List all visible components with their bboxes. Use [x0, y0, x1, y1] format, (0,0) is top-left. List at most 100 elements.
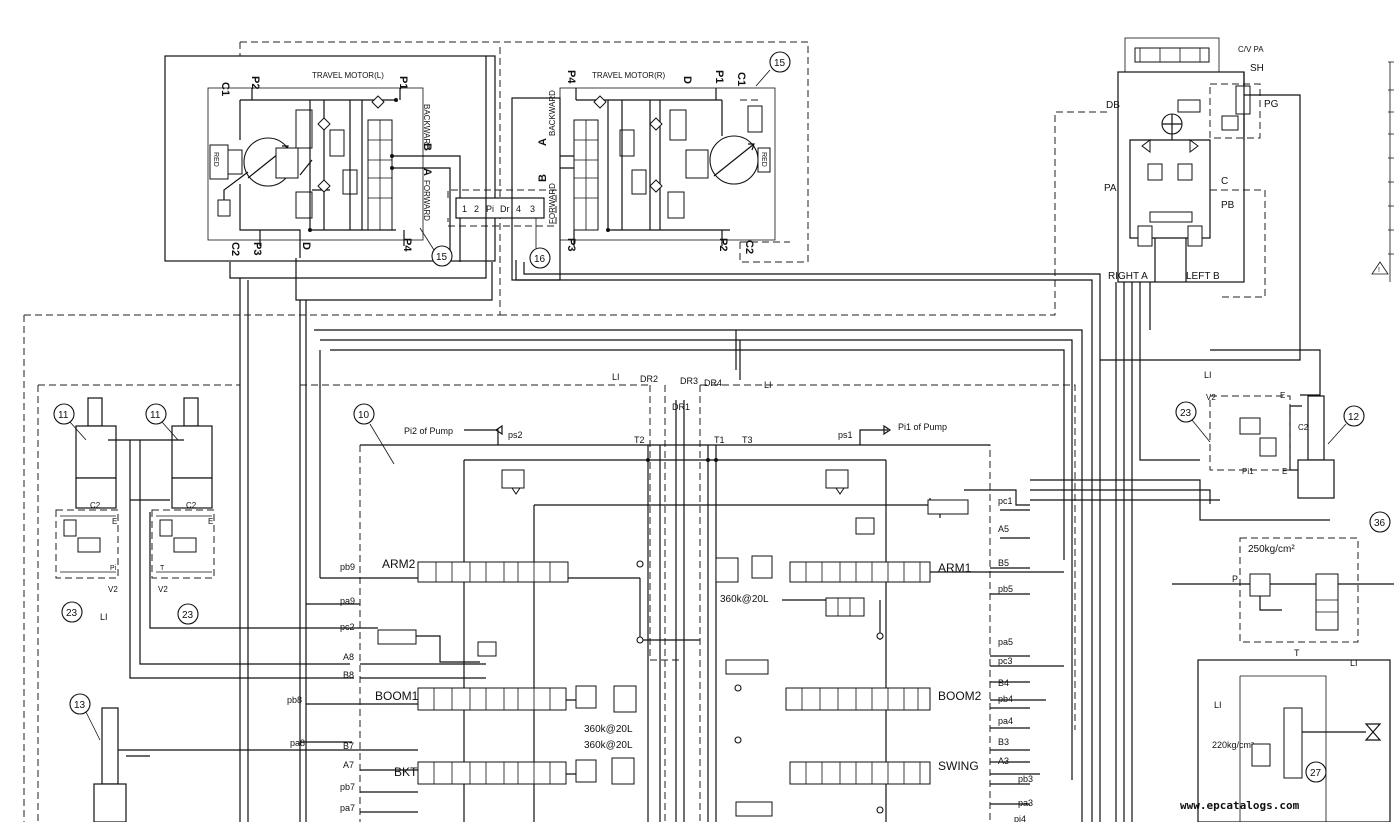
pc2-label: pc2 [340, 622, 355, 632]
travel-motor-left-title: TRAVEL MOTOR(L) [312, 71, 384, 80]
callout-15-left-label: 15 [436, 252, 448, 263]
b8-label: B8 [343, 670, 354, 680]
pb5-label: pb5 [998, 584, 1013, 594]
pb4-label: pb4 [998, 694, 1013, 704]
boom1-label: BOOM1 [375, 689, 419, 703]
relief-36-t: T [1294, 648, 1300, 658]
swivel-port-dr: Dr [500, 204, 510, 214]
red-label: RED [760, 152, 767, 167]
port-p4: P4 [401, 238, 413, 252]
pa4-label: pa4 [998, 716, 1013, 726]
callout-13: 13 [74, 700, 86, 711]
port-a: A [537, 138, 549, 146]
b3-label: B3 [998, 737, 1009, 747]
e-right: E [208, 517, 213, 526]
port-d: D [300, 242, 312, 250]
t3-label: T3 [742, 435, 753, 445]
spool-arm1: ARM1 360k@20L [715, 555, 972, 617]
label-forward: FORWARD [422, 180, 431, 221]
arm-relief-label: 360k@20L [720, 594, 769, 605]
spool-bkt: BKT 360k@20L [394, 740, 635, 785]
boom2-label: BOOM2 [938, 689, 982, 703]
b5-label: B5 [998, 558, 1009, 568]
spool-boom1: BOOM1 360k@20L [375, 685, 637, 735]
boom-relief-label: 360k@20L [584, 724, 633, 735]
dashed-frames [23, 41, 1266, 822]
port-a: A [421, 168, 433, 176]
callout-11-left: 11 [58, 410, 69, 421]
callout-23-left: 23 [66, 608, 78, 619]
dr1-label: DR1 [672, 402, 690, 412]
pa8-label: pa8 [290, 738, 305, 748]
pg-label: PG [1264, 99, 1279, 110]
callout-15-right-label: 15 [774, 58, 786, 69]
trunk-lines [229, 56, 1321, 822]
c-label: C [1221, 176, 1228, 187]
callout-16-label: 16 [534, 254, 546, 265]
swing-label: SWING [938, 759, 979, 773]
swivel-port-4: 4 [516, 204, 521, 214]
pa5-label: pa5 [998, 637, 1013, 647]
pi-left: Pi [110, 565, 117, 572]
port-p4: P4 [565, 70, 577, 84]
c2-right: C2 [186, 501, 197, 510]
a8-label: A8 [343, 652, 354, 662]
bucket-cylinder: 13 [69, 693, 150, 822]
swivel-port-2: 2 [474, 204, 479, 214]
label-backward: BACKWARD [548, 90, 557, 136]
pi1-arm: Pi1 [1242, 467, 1254, 476]
relief-valve-36: 250kg/cm² P T 36 LI [1172, 511, 1394, 668]
port-p2: P2 [249, 76, 261, 89]
spool-arm2: ARM2 [360, 557, 640, 583]
swivel-joint: 1 2 Pi Dr 4 3 [447, 189, 557, 227]
arm2-label: ARM2 [382, 557, 416, 571]
port-p3: P3 [251, 242, 263, 255]
pa9-label: pa9 [340, 596, 355, 606]
arm1-label: ARM1 [938, 561, 972, 575]
swivel-port-3: 3 [530, 204, 535, 214]
ps1-label: ps1 [838, 430, 853, 440]
port-p3: P3 [565, 238, 577, 251]
port-p2: P2 [717, 238, 729, 251]
swing-motor-unit: C/V PA SH DB PG PA C PB RIGHT A LEFT B [1104, 37, 1301, 361]
dr2-label: DR2 [640, 374, 658, 384]
v2-arm: V2 [1206, 393, 1216, 402]
drain-symbol-left: LI [100, 612, 108, 622]
c2-arm: C2 [1298, 423, 1309, 432]
callout-15-left [431, 245, 453, 267]
dr4-label: DR4 [704, 378, 722, 388]
spool-swing: SWING [735, 759, 979, 817]
pa3-label: pa3 [1018, 798, 1033, 808]
callout-16 [529, 247, 551, 269]
callout-23-arm: 23 [1180, 408, 1192, 419]
e-arm-bottom: E [1282, 467, 1287, 476]
bkt-label: BKT [394, 765, 418, 779]
travel-motor-right: TRAVEL MOTOR(R) P4 D P1 C1 P3 P2 C2 A BA… [511, 70, 776, 281]
port-b: B [421, 143, 433, 151]
watermark: www.epcatalogs.com [1180, 799, 1300, 812]
warning-icon-mark: ! [1378, 267, 1380, 274]
arm-cylinder: 12 V2 E C2 E Pi1 LI 23 [1175, 370, 1365, 499]
v2-left: V2 [108, 585, 118, 594]
callout-15-right [769, 51, 791, 73]
pb3-label: pb3 [1018, 774, 1033, 784]
t2-label: T2 [634, 435, 645, 445]
port-c1: C1 [735, 72, 747, 86]
pb7-label: pb7 [340, 782, 355, 792]
swivel-port-pi: Pi [486, 204, 494, 214]
spool-boom2: BOOM2 [725, 659, 982, 711]
boom-cylinders: 11 11 [53, 397, 213, 509]
relief-36-p: P [1232, 574, 1238, 584]
pb8-label: pb8 [287, 695, 302, 705]
pb-label: PB [1221, 200, 1235, 211]
a7-label: A7 [343, 760, 354, 770]
pc1-label: pc1 [998, 496, 1013, 506]
callout-12: 12 [1348, 412, 1360, 423]
pa7-label: pa7 [340, 803, 355, 813]
callout-11-right: 11 [150, 410, 161, 421]
hold-valves-boom: C2 C2 E E Pi T V2 V2 LI 23 23 [55, 501, 215, 625]
swivel-port-1: 1 [462, 204, 467, 214]
travel-motor-right-title: TRAVEL MOTOR(R) [592, 71, 666, 80]
callout-10-label: 10 [358, 410, 370, 421]
